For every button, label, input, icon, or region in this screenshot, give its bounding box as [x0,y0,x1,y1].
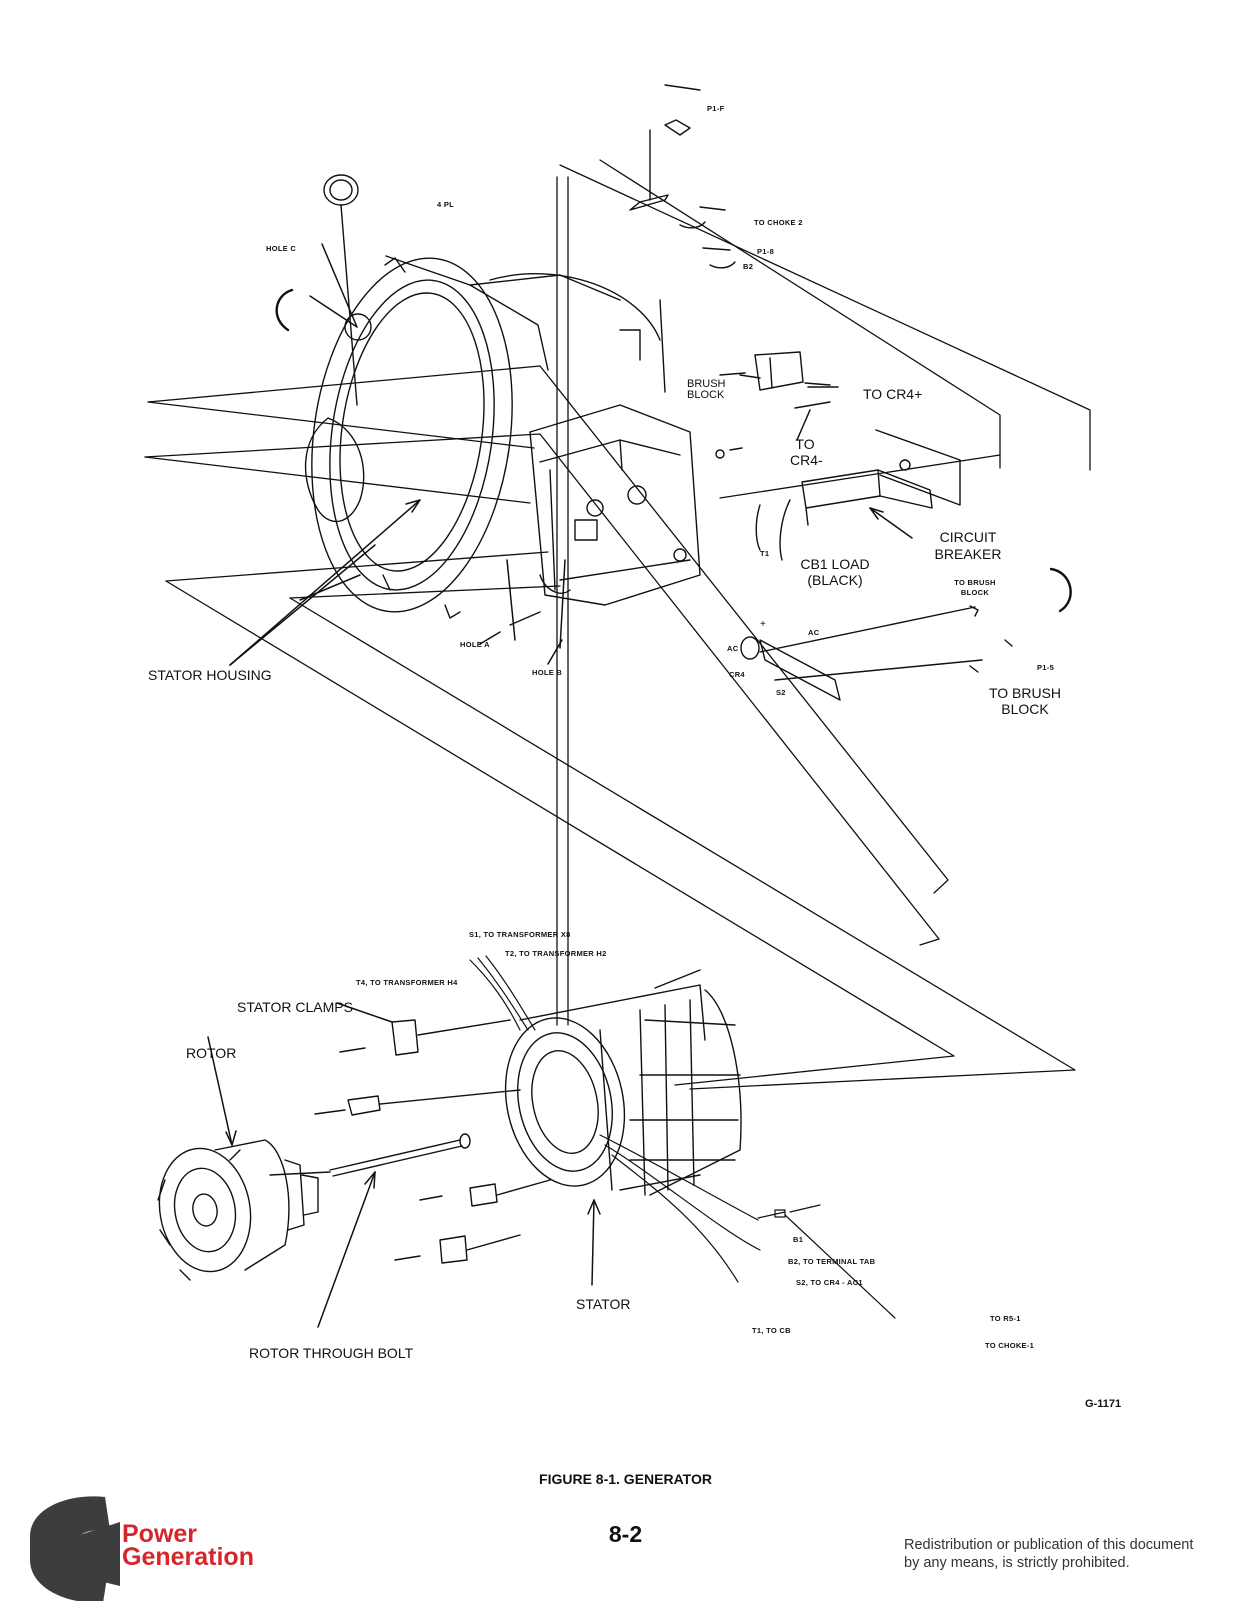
label-to-brush-block-small-1: TO BRUSH [954,578,996,587]
label-brush-block-top-2: BLOCK [687,389,725,401]
retaining-ring-left [275,288,294,332]
cummins-logo [30,1496,120,1601]
label-stator-clamps: STATOR CLAMPS [237,999,353,1015]
label-p1-5: P1-5 [1037,663,1055,672]
label-hole-b: HOLE B [532,668,563,677]
label-to-cr4-minus-1: TO [795,436,815,452]
stator-leads [469,955,896,1319]
label-s1-to-transformer-x8: S1, TO TRANSFORMER X8 [469,930,571,939]
label-to-r5-1: TO R5-1 [990,1314,1021,1323]
label-to-choke-1: TO CHOKE-1 [985,1341,1035,1350]
hole-c-circle [344,313,372,341]
brush-block-assembly [629,84,831,459]
label-cb1-load-2: (BLACK) [807,572,863,588]
label-hole-c: HOLE C [266,244,297,253]
stator [504,969,742,1196]
label-p1-f: P1-F [707,104,725,113]
label-p1-8: P1-8 [757,247,775,256]
label-circuit-breaker-2: BREAKER [934,546,1002,562]
leader-lines [207,243,913,1328]
rotor [157,1139,319,1281]
label-rotor-through-bolt: ROTOR THROUGH BOLT [249,1345,414,1361]
brand-line-power: Power [122,1520,198,1548]
label-s2-to-cr4: S2, TO CR4 - AC1 [796,1278,863,1287]
label-cr4: CR4 [729,670,745,679]
label-t1-to-cb: T1, TO CB [752,1326,791,1335]
label-plus: + [760,619,766,630]
label-b1: B1 [793,1235,804,1244]
label-to-choke-2: TO CHOKE 2 [754,218,803,227]
label-4-pl: 4 PL [437,200,455,209]
brand-line-generation: Generation [122,1543,254,1571]
circuit-breaker [755,429,961,561]
label-rotor: ROTOR [186,1045,237,1061]
label-b2-to-terminal: B2, TO TERMINAL TAB [788,1257,876,1266]
label-stator: STATOR [576,1296,631,1312]
notice-line-1: Redistribution or publication of this do… [904,1537,1194,1553]
cover-plug [323,174,359,406]
label-to-brush-block-1: TO BRUSH [988,685,1062,701]
label-t4-to-transformer-h4: T4, TO TRANSFORMER H4 [356,978,458,987]
label-to-brush-block-small-2: BLOCK [960,588,990,597]
figure-caption: FIGURE 8-1. GENERATOR [539,1471,712,1487]
redistribution-notice: Redistribution or publication of this do… [904,1536,1193,1572]
label-stator-housing: STATOR HOUSING [148,667,272,683]
label-to-brush-block-2: BLOCK [1001,701,1049,717]
alignment-lines [144,159,1091,1090]
label-to-cr4-plus: TO CR4+ [863,386,923,402]
figure-id: G-1171 [1085,1398,1122,1410]
brand-name: Power Generation [122,1520,254,1571]
label-cb1-load-1: CB1 LOAD [800,556,870,572]
stator-clamps [314,1019,551,1264]
label-t1-top: T1 [760,549,770,558]
notice-line-2: by any means, is strictly prohibited. [904,1555,1130,1571]
cr4-rectifier [740,605,1013,701]
label-circuit-breaker-1: CIRCUIT [939,529,997,545]
label-brush-block-top-1: BRUSH [687,378,726,390]
label-hole-a: HOLE A [460,640,490,649]
page-number: 8-2 [608,1521,643,1547]
label-b2-top: B2 [743,262,754,271]
stator-housing [304,255,701,626]
label-to-cr4-minus-2: CR4- [790,452,823,468]
label-ac-right: AC [808,628,820,637]
retaining-ring-right [1049,567,1072,613]
label-ac-left: AC [727,644,739,653]
label-t2-to-transformer-h2: T2, TO TRANSFORMER H2 [505,949,607,958]
label-s2: S2 [776,688,786,697]
